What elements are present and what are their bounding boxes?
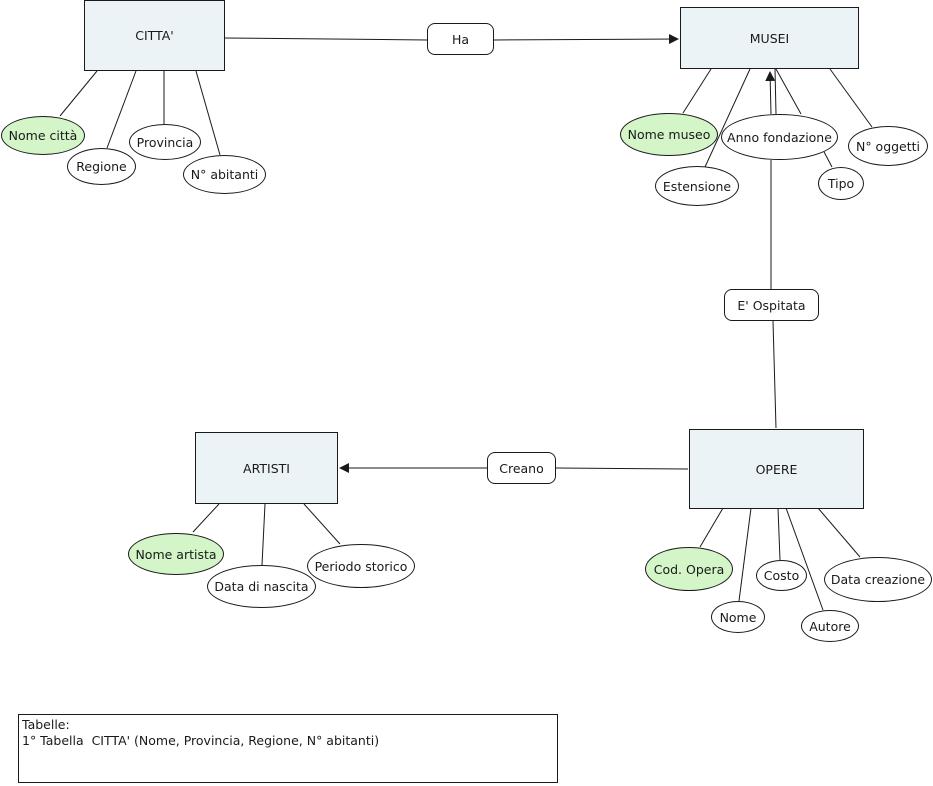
attribute-label: Data di nascita — [214, 579, 309, 594]
relation-ha-label: Ha — [451, 31, 470, 47]
attribute-label: N° oggetti — [855, 138, 921, 154]
link-musei-tipo — [775, 68, 802, 115]
attribute-n-oggetti[interactable]: N° oggetti — [848, 126, 928, 166]
relation-creano[interactable]: Creano — [487, 452, 556, 484]
entity-opere[interactable]: OPERE — [689, 429, 864, 509]
attribute-label: Cod. Opera — [653, 561, 725, 577]
attribute-estensione[interactable]: Estensione — [655, 166, 739, 206]
link-ha-musei — [493, 34, 679, 45]
link-opere-nome — [738, 507, 752, 602]
attribute-autore[interactable]: Autore — [801, 610, 859, 642]
attribute-cod-opera[interactable]: Cod. Opera — [645, 547, 733, 591]
relation-e-ospitata-label: E' Ospitata — [737, 297, 806, 313]
attribute-label: Nome artista — [135, 546, 217, 562]
entity-opere-label: OPERE — [755, 461, 798, 477]
attribute-label: Autore — [809, 618, 851, 634]
entity-artisti[interactable]: ARTISTI — [195, 432, 338, 504]
attribute-nome-museo[interactable]: Nome museo — [620, 113, 718, 156]
attribute-label: Nome — [719, 609, 757, 625]
relation-ha[interactable]: Ha — [427, 23, 494, 55]
attribute-label: Nome museo — [627, 127, 711, 142]
link-artisti-nome — [192, 503, 220, 533]
link-artisti-periodo — [303, 503, 341, 545]
attribute-label: N° abitanti — [190, 167, 259, 182]
relation-creano-label: Creano — [499, 460, 544, 476]
link-citta-ha — [224, 37, 428, 41]
notes-heading: Tabelle: — [22, 717, 70, 732]
link-citta-nomecitta — [59, 70, 98, 117]
attribute-anno-fondazione[interactable]: Anno fondazione — [721, 114, 838, 160]
link-opere-creano — [555, 467, 689, 470]
attribute-label: Nome città — [8, 128, 78, 143]
link-ospitata-musei — [765, 71, 776, 115]
attribute-nome-artista[interactable]: Nome artista — [128, 533, 224, 575]
attribute-label: Anno fondazione — [727, 129, 832, 145]
link-opere-ospitata — [772, 320, 777, 429]
attribute-nome-citta[interactable]: Nome città — [1, 116, 85, 155]
attribute-tipo[interactable]: Tipo — [818, 167, 864, 200]
attribute-label: Provincia — [136, 134, 194, 150]
attribute-n-abitanti[interactable]: N° abitanti — [183, 155, 266, 194]
attribute-nome[interactable]: Nome — [711, 601, 765, 633]
link-musei-tipo2 — [822, 149, 833, 168]
attribute-data-creazione[interactable]: Data creazione — [824, 557, 932, 602]
tables-notes-box[interactable]: Tabelle: 1° Tabella CITTA' (Nome, Provin… — [18, 714, 558, 783]
entity-citta-label: CITTA' — [135, 28, 174, 43]
attribute-periodo-storico[interactable]: Periodo storico — [307, 544, 415, 588]
notes-table-1: 1° Tabella CITTA' (Nome, Provincia, Regi… — [22, 733, 380, 748]
relation-e-ospitata[interactable]: E' Ospitata — [724, 289, 819, 321]
link-musei-anno — [774, 68, 777, 115]
attribute-label: Estensione — [662, 178, 732, 194]
link-opere-costo — [777, 507, 781, 561]
link-opere-autore — [785, 507, 824, 611]
entity-citta[interactable]: CITTA' — [84, 0, 225, 71]
attribute-label: Regione — [76, 159, 127, 174]
attribute-label: Periodo storico — [314, 558, 408, 574]
link-citta-abitanti — [195, 70, 221, 156]
link-musei-oggetti — [829, 68, 873, 128]
link-citta-regione — [106, 70, 137, 149]
attribute-label: Data creazione — [830, 572, 926, 587]
link-opere-datacreazione — [817, 507, 861, 558]
link-musei-nomemuseo — [682, 68, 712, 114]
link-musei-estensione — [704, 68, 751, 168]
attribute-provincia[interactable]: Provincia — [129, 124, 201, 160]
attribute-regione[interactable]: Regione — [67, 148, 136, 185]
link-artisti-nascita — [261, 503, 266, 566]
attribute-costo[interactable]: Costo — [756, 560, 807, 591]
attribute-label: Tipo — [827, 176, 855, 191]
attribute-label: Costo — [763, 568, 800, 583]
entity-artisti-label: ARTISTI — [243, 460, 290, 476]
link-opere-codopera — [699, 507, 724, 548]
attribute-data-di-nascita[interactable]: Data di nascita — [207, 565, 316, 608]
entity-musei-label: MUSEI — [749, 30, 790, 46]
entity-musei[interactable]: MUSEI — [680, 7, 859, 69]
